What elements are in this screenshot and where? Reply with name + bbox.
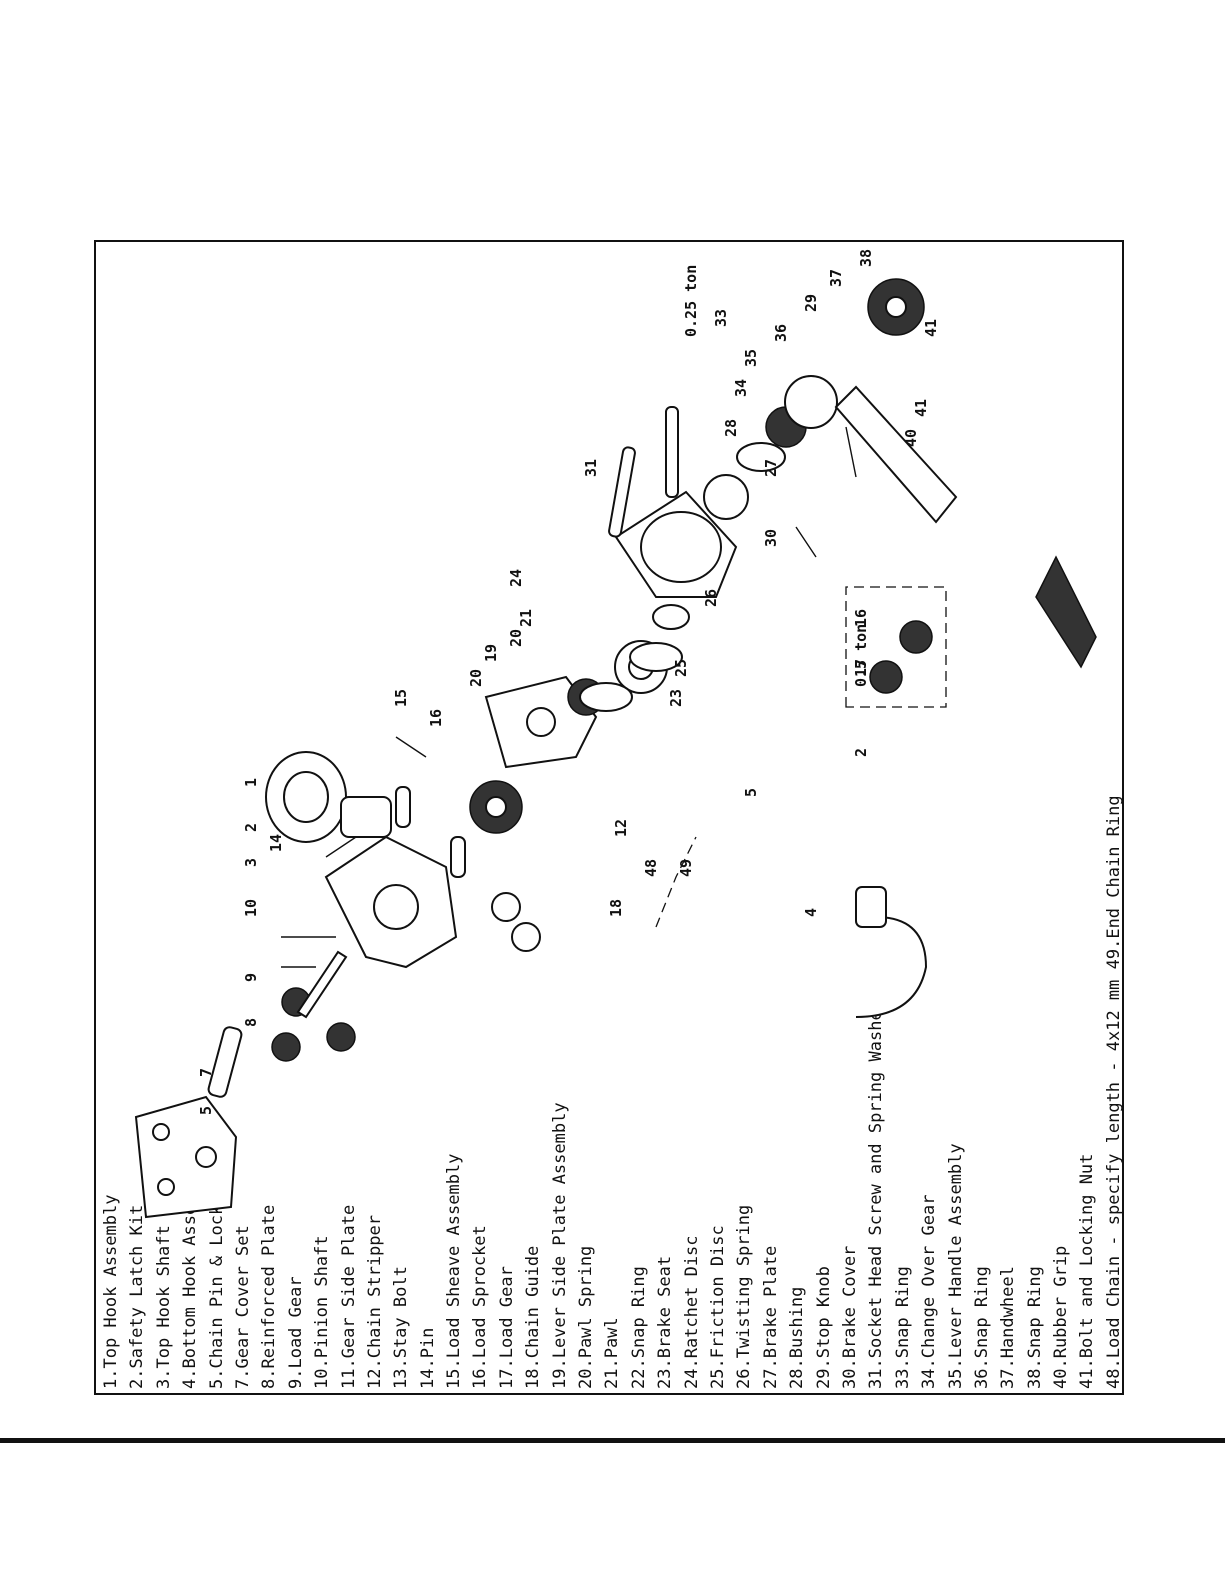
brake-plate-part: [703, 474, 749, 520]
callout-23: 23: [667, 689, 685, 707]
load-sheave-part: [469, 780, 523, 834]
callout-14: 15: [392, 689, 410, 707]
callout-20: 19: [482, 644, 500, 662]
callout-4: 4: [802, 908, 820, 917]
callout-18: 18: [607, 899, 625, 917]
diagram-frame: 1.Top Hook Assembly 2.Safety Latch Kit 3…: [94, 240, 1124, 1395]
callout-15: 16: [427, 709, 445, 727]
callout-2b: 2: [852, 748, 870, 757]
callout-49: 49: [677, 859, 695, 877]
callout-16: 16: [852, 609, 870, 627]
callout-34: 34: [732, 379, 750, 397]
callout-2: 2: [242, 823, 260, 832]
inset-box: [845, 586, 947, 708]
chain-guide-part: [491, 892, 521, 922]
callout-7: 5: [197, 1106, 215, 1115]
callout-37: 37: [827, 269, 845, 287]
callout-26: 26: [702, 589, 720, 607]
leader-lines: [281, 426, 857, 968]
callout-40: 40: [902, 429, 920, 447]
callout-22: 21: [517, 609, 535, 627]
capacity-handwheel-label: 0.25 ton: [682, 265, 700, 337]
load-gear-inset-part: [869, 660, 903, 694]
callout-33: 33: [712, 309, 730, 327]
reinforced-plate-part: [207, 1026, 243, 1098]
callout-35: 35: [742, 349, 760, 367]
callout-3: 3: [242, 858, 260, 867]
callout-25: 25: [672, 659, 690, 677]
stay-bolt-part: [395, 786, 411, 828]
rubber-grip-part: [1035, 555, 1097, 669]
top-hook-part: [265, 751, 392, 843]
callout-1: 1: [242, 778, 260, 787]
callout-17: 17: [852, 659, 870, 677]
callout-13: 14: [267, 834, 285, 852]
pinion-shaft-part: [296, 950, 348, 1019]
twisting-spring-part: [652, 604, 690, 630]
stay-bolt-part: [450, 836, 466, 878]
lever-handle-part: [784, 375, 958, 524]
callout-12: 12: [612, 819, 630, 837]
callout-31: 31: [582, 459, 600, 477]
brake-cover-part: [614, 490, 738, 598]
bottom-hook-part: [855, 886, 928, 1018]
load-sprocket-inset-part: [899, 620, 933, 654]
friction-disc-part: [579, 682, 633, 712]
callout-11: 10: [242, 899, 260, 917]
callout-24: 24: [507, 569, 525, 587]
callout-21: 20: [507, 629, 525, 647]
friction-disc-part: [629, 642, 683, 672]
bottom-rule: [0, 1438, 1225, 1443]
callout-30: 30: [762, 529, 780, 547]
callout-41b: 41: [922, 319, 940, 337]
callout-41a: 41: [912, 399, 930, 417]
exploded-view-drawing: 5 7 8 9 10 3 14 2 1 15 16 20 12 18 48 49…: [134, 249, 1097, 1219]
chain-guide-part: [511, 922, 541, 952]
callout-36: 36: [772, 324, 790, 342]
rotated-sheet: 1.Top Hook Assembly 2.Safety Latch Kit 3…: [96, 242, 1126, 1397]
screw-part: [665, 406, 679, 498]
callout-28: 28: [722, 419, 740, 437]
load-chain-part: [655, 836, 697, 928]
callout-5: 5: [742, 788, 760, 797]
callout-labels: 5 7 8 9 10 3 14 2 1 15 16 20 12 18 48 49…: [197, 249, 940, 1115]
callout-27: 27: [762, 459, 780, 477]
bushing-part: [736, 442, 786, 472]
gear-cover-part: [134, 1095, 238, 1219]
callout-38: 38: [857, 249, 875, 267]
callout-48: 48: [642, 859, 660, 877]
callout-19: 20: [467, 669, 485, 687]
capacity-inset-label: 0.5 ton: [852, 624, 870, 687]
callout-8: 7: [197, 1068, 215, 1077]
callout-9: 8: [242, 1018, 260, 1027]
callout-10: 9: [242, 973, 260, 982]
screw-part: [608, 446, 636, 538]
callout-29: 29: [802, 294, 820, 312]
